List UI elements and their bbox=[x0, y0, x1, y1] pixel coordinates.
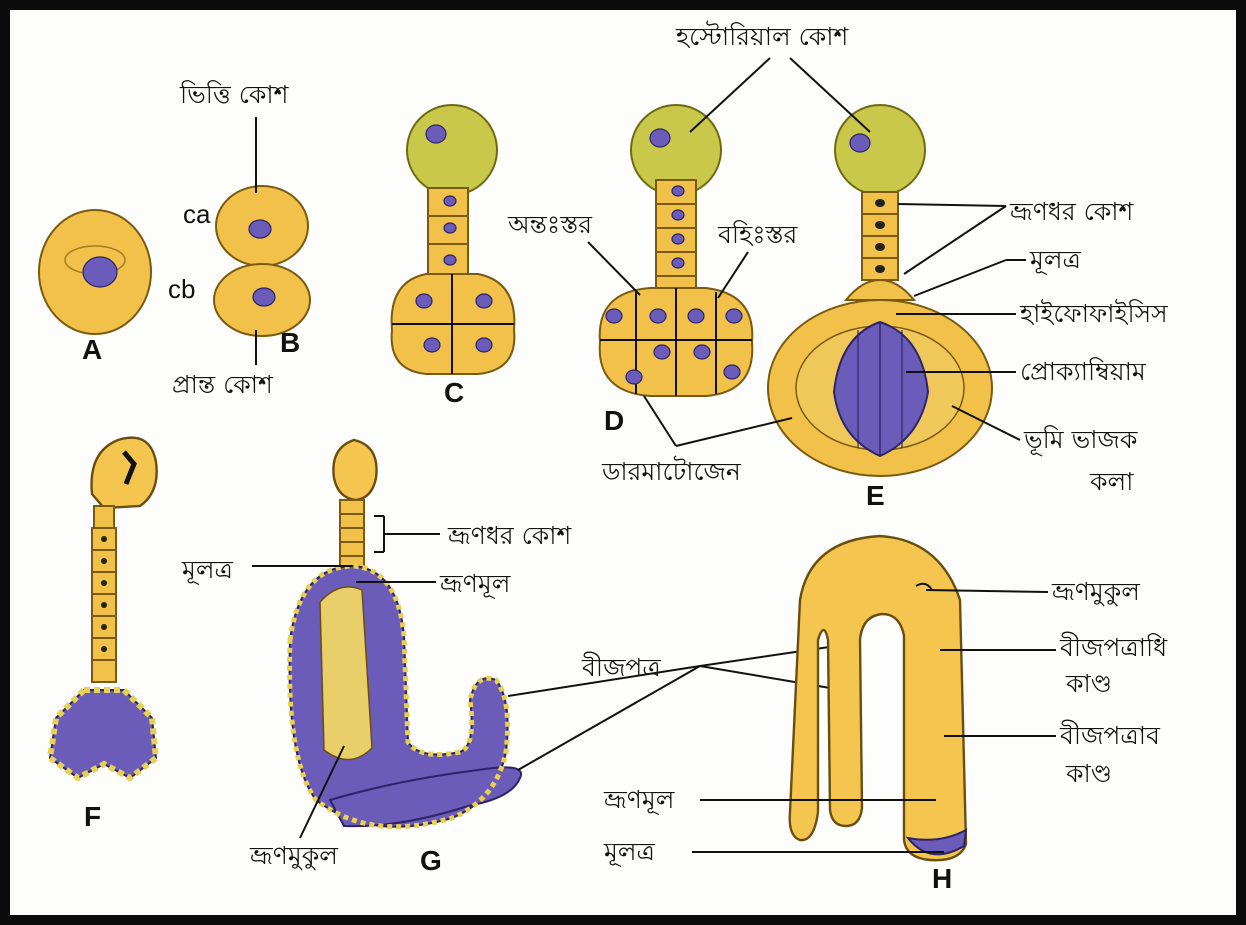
label-dermatogen: ডারমাটোজেন bbox=[601, 456, 742, 486]
stage-label-c: C bbox=[444, 377, 464, 408]
stage-f-heart: F bbox=[50, 438, 157, 832]
label-hypophysis-region: মূলত্র bbox=[1029, 245, 1082, 275]
label-hypocotyl-2: কাণ্ড bbox=[1065, 759, 1112, 788]
label-plumule-h: ভ্রূণমুকুল bbox=[1051, 577, 1140, 607]
stage-label-d: D bbox=[604, 405, 624, 436]
label-plumule-g: ভ্রূণমুকুল bbox=[249, 841, 338, 871]
stage-d-octant: অন্তঃস্তর বহিঃস্তর D bbox=[507, 105, 799, 436]
stage-a-zygote: A bbox=[39, 210, 151, 365]
stage-g-torpedo: ভ্রূণধর কোশ মূলত্র ভ্রূণমূল বীজপত্র ভ্রূ… bbox=[181, 440, 842, 876]
label-ca: ca bbox=[183, 199, 211, 229]
label-epicotyl-2: কাণ্ড bbox=[1065, 669, 1112, 698]
label-radicle-g: ভ্রূণমূল bbox=[439, 569, 511, 599]
stage-h-mature-embryo: ভ্রূণমুকুল বীজপত্রাধি কাণ্ড বীজপত্রাব কা… bbox=[603, 536, 1168, 894]
label-root-cap-h: মূলত্র bbox=[603, 837, 656, 867]
label-haustorial-cell: হস্টোরিয়াল কোশ bbox=[675, 21, 849, 51]
label-terminal-cell: প্রান্ত কোশ bbox=[172, 370, 274, 399]
label-outer-layer: বহিঃস্তর bbox=[717, 220, 799, 249]
stage-b-two-cell: ভিত্তি কোশ ca cb প্রান্ত কোশ B bbox=[168, 80, 310, 399]
stage-label-e: E bbox=[866, 480, 885, 511]
label-procambium: প্রোক্যাম্বিয়াম bbox=[1020, 357, 1147, 386]
label-suspensor-e: ভ্রূণধর কোশ bbox=[1009, 197, 1134, 226]
label-hypocotyl-1: বীজপত্রাব bbox=[1059, 720, 1161, 750]
label-basal-cell: ভিত্তি কোশ bbox=[179, 80, 290, 109]
label-epicotyl-1: বীজপত্রাধি bbox=[1059, 632, 1168, 662]
label-root-cap-g: মূলত্র bbox=[181, 555, 234, 585]
stage-c-proembryo: C bbox=[392, 105, 515, 408]
label-cb: cb bbox=[168, 274, 195, 304]
label-radicle-h: ভ্রূণমূল bbox=[603, 785, 675, 815]
label-suspensor-g: ভ্রূণধর কোশ bbox=[447, 521, 572, 550]
stage-label-b: B bbox=[280, 327, 300, 358]
stage-label-h: H bbox=[932, 863, 952, 894]
stage-label-g: G bbox=[420, 845, 442, 876]
stage-label-f: F bbox=[84, 801, 101, 832]
label-ground-meristem-2: কলা bbox=[1089, 467, 1134, 496]
label-ground-meristem-1: ভূমি ভাজক bbox=[1023, 425, 1138, 456]
stage-label-a: A bbox=[82, 334, 102, 365]
label-inner-layer: অন্তঃস্তর bbox=[507, 210, 593, 239]
label-hypophysis: হাইফোফাইসিস bbox=[1019, 299, 1168, 328]
